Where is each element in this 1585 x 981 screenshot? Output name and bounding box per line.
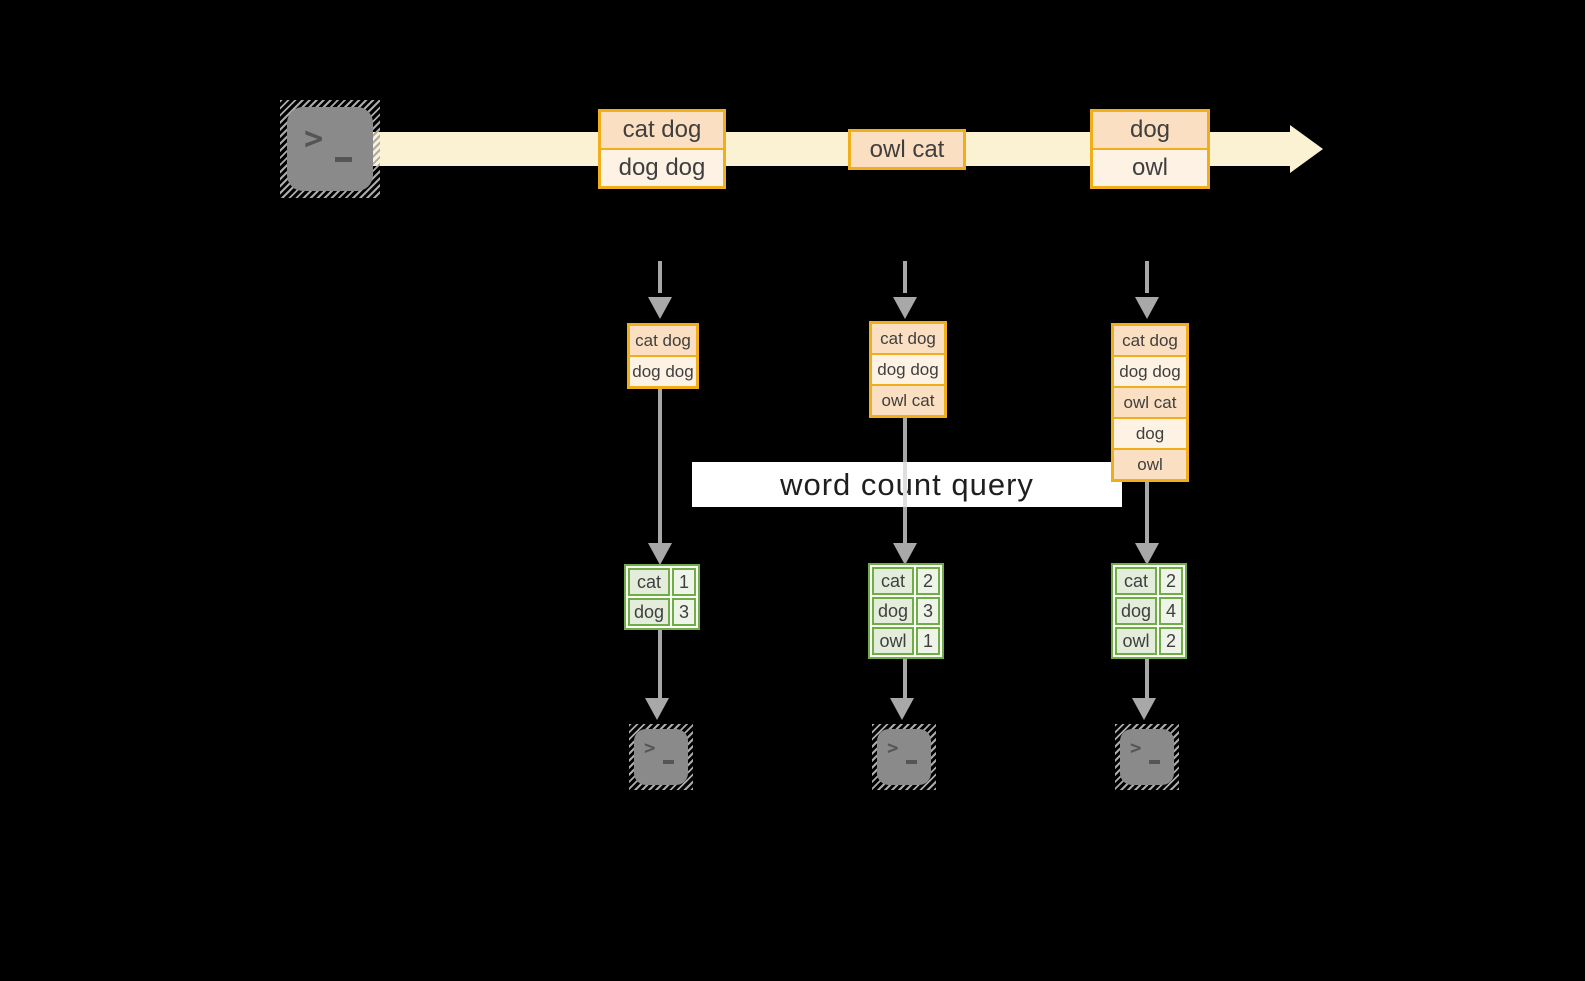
buffer-record: cat dog [872, 324, 944, 353]
prompt-chevron-glyph: > [304, 119, 324, 157]
dashed-arrow-line-2 [903, 261, 907, 293]
word-cell: dog [872, 597, 914, 625]
dashed-arrow-line-1 [658, 261, 662, 293]
count-table-3: cat 2 dog 4 owl 2 [1111, 563, 1187, 659]
terminal-screen: > _ [634, 729, 688, 785]
buffer-record: cat dog [630, 326, 696, 355]
dashed-arrow-head-3 [1135, 297, 1159, 319]
stream-record: owl [1093, 148, 1207, 186]
buffer-record: owl cat [872, 384, 944, 415]
query-arrow-head-2 [893, 543, 917, 565]
count-cell: 1 [916, 627, 940, 655]
query-banner: word count query [692, 462, 1122, 507]
dashed-arrow-line-3 [1145, 261, 1149, 293]
dashed-arrow-head-1 [648, 297, 672, 319]
count-cell: 2 [916, 567, 940, 595]
sink-arrow-line-1 [658, 630, 662, 700]
count-cell: 2 [1159, 567, 1183, 595]
input-buffer-1: cat dog dog dog [627, 323, 699, 389]
stream-record: dog [1093, 112, 1207, 148]
sink-terminal-icon-1: > _ [629, 724, 693, 790]
sink-arrow-line-2 [903, 659, 907, 700]
sink-arrow-head-3 [1132, 698, 1156, 720]
word-cell: owl [1115, 627, 1157, 655]
sink-arrow-line-3 [1145, 659, 1149, 700]
stream-record: cat dog [601, 112, 723, 148]
stream-batch-2: owl cat [848, 129, 966, 170]
stream-batch-1: cat dog dog dog [598, 109, 726, 189]
input-buffer-3: cat dog dog dog owl cat dog owl [1111, 323, 1189, 482]
prompt-chevron-glyph: > [1130, 737, 1142, 759]
query-arrow-head-3 [1135, 543, 1159, 565]
terminal-screen: > _ [877, 729, 931, 785]
input-buffer-2: cat dog dog dog owl cat [869, 321, 947, 418]
buffer-record: dog dog [1114, 355, 1186, 386]
buffer-record: owl cat [1114, 386, 1186, 417]
prompt-chevron-glyph: > [644, 737, 656, 759]
prompt-underscore-glyph: _ [663, 760, 674, 764]
sink-terminal-icon-2: > _ [872, 724, 936, 790]
sink-arrow-head-2 [890, 698, 914, 720]
word-cell: dog [628, 598, 670, 626]
source-terminal-icon: > _ [280, 100, 380, 198]
prompt-underscore-glyph: _ [906, 760, 917, 764]
count-cell: 4 [1159, 597, 1183, 625]
sink-arrow-head-1 [645, 698, 669, 720]
count-cell: 3 [916, 597, 940, 625]
prompt-underscore-glyph: _ [1149, 760, 1160, 764]
buffer-record: dog [1114, 417, 1186, 448]
query-arrow-head-1 [648, 543, 672, 565]
word-cell: cat [628, 568, 670, 596]
word-cell: dog [1115, 597, 1157, 625]
stream-batch-3: dog owl [1090, 109, 1210, 189]
count-cell: 3 [672, 598, 696, 626]
word-cell: cat [1115, 567, 1157, 595]
query-arrow-line-1 [658, 387, 662, 545]
word-cell: cat [872, 567, 914, 595]
count-table-1: cat 1 dog 3 [624, 564, 700, 630]
buffer-record: dog dog [872, 353, 944, 384]
query-label: word count query [780, 466, 1034, 502]
query-arrow-line-3 [1145, 480, 1149, 545]
buffer-record: owl [1114, 448, 1186, 479]
terminal-screen: > _ [287, 107, 373, 191]
buffer-record: cat dog [1114, 326, 1186, 355]
dashed-arrow-head-2 [893, 297, 917, 319]
stream-record: owl cat [851, 132, 963, 167]
buffer-record: dog dog [630, 355, 696, 386]
count-cell: 1 [672, 568, 696, 596]
count-table-2: cat 2 dog 3 owl 1 [868, 563, 944, 659]
sink-terminal-icon-3: > _ [1115, 724, 1179, 790]
query-arrow-through-banner [903, 462, 907, 507]
prompt-chevron-glyph: > [887, 737, 899, 759]
terminal-screen: > _ [1120, 729, 1174, 785]
stream-record: dog dog [601, 148, 723, 186]
stream-arrow-head [1290, 125, 1323, 173]
word-cell: owl [872, 627, 914, 655]
count-cell: 2 [1159, 627, 1183, 655]
prompt-underscore-glyph: _ [335, 157, 352, 162]
